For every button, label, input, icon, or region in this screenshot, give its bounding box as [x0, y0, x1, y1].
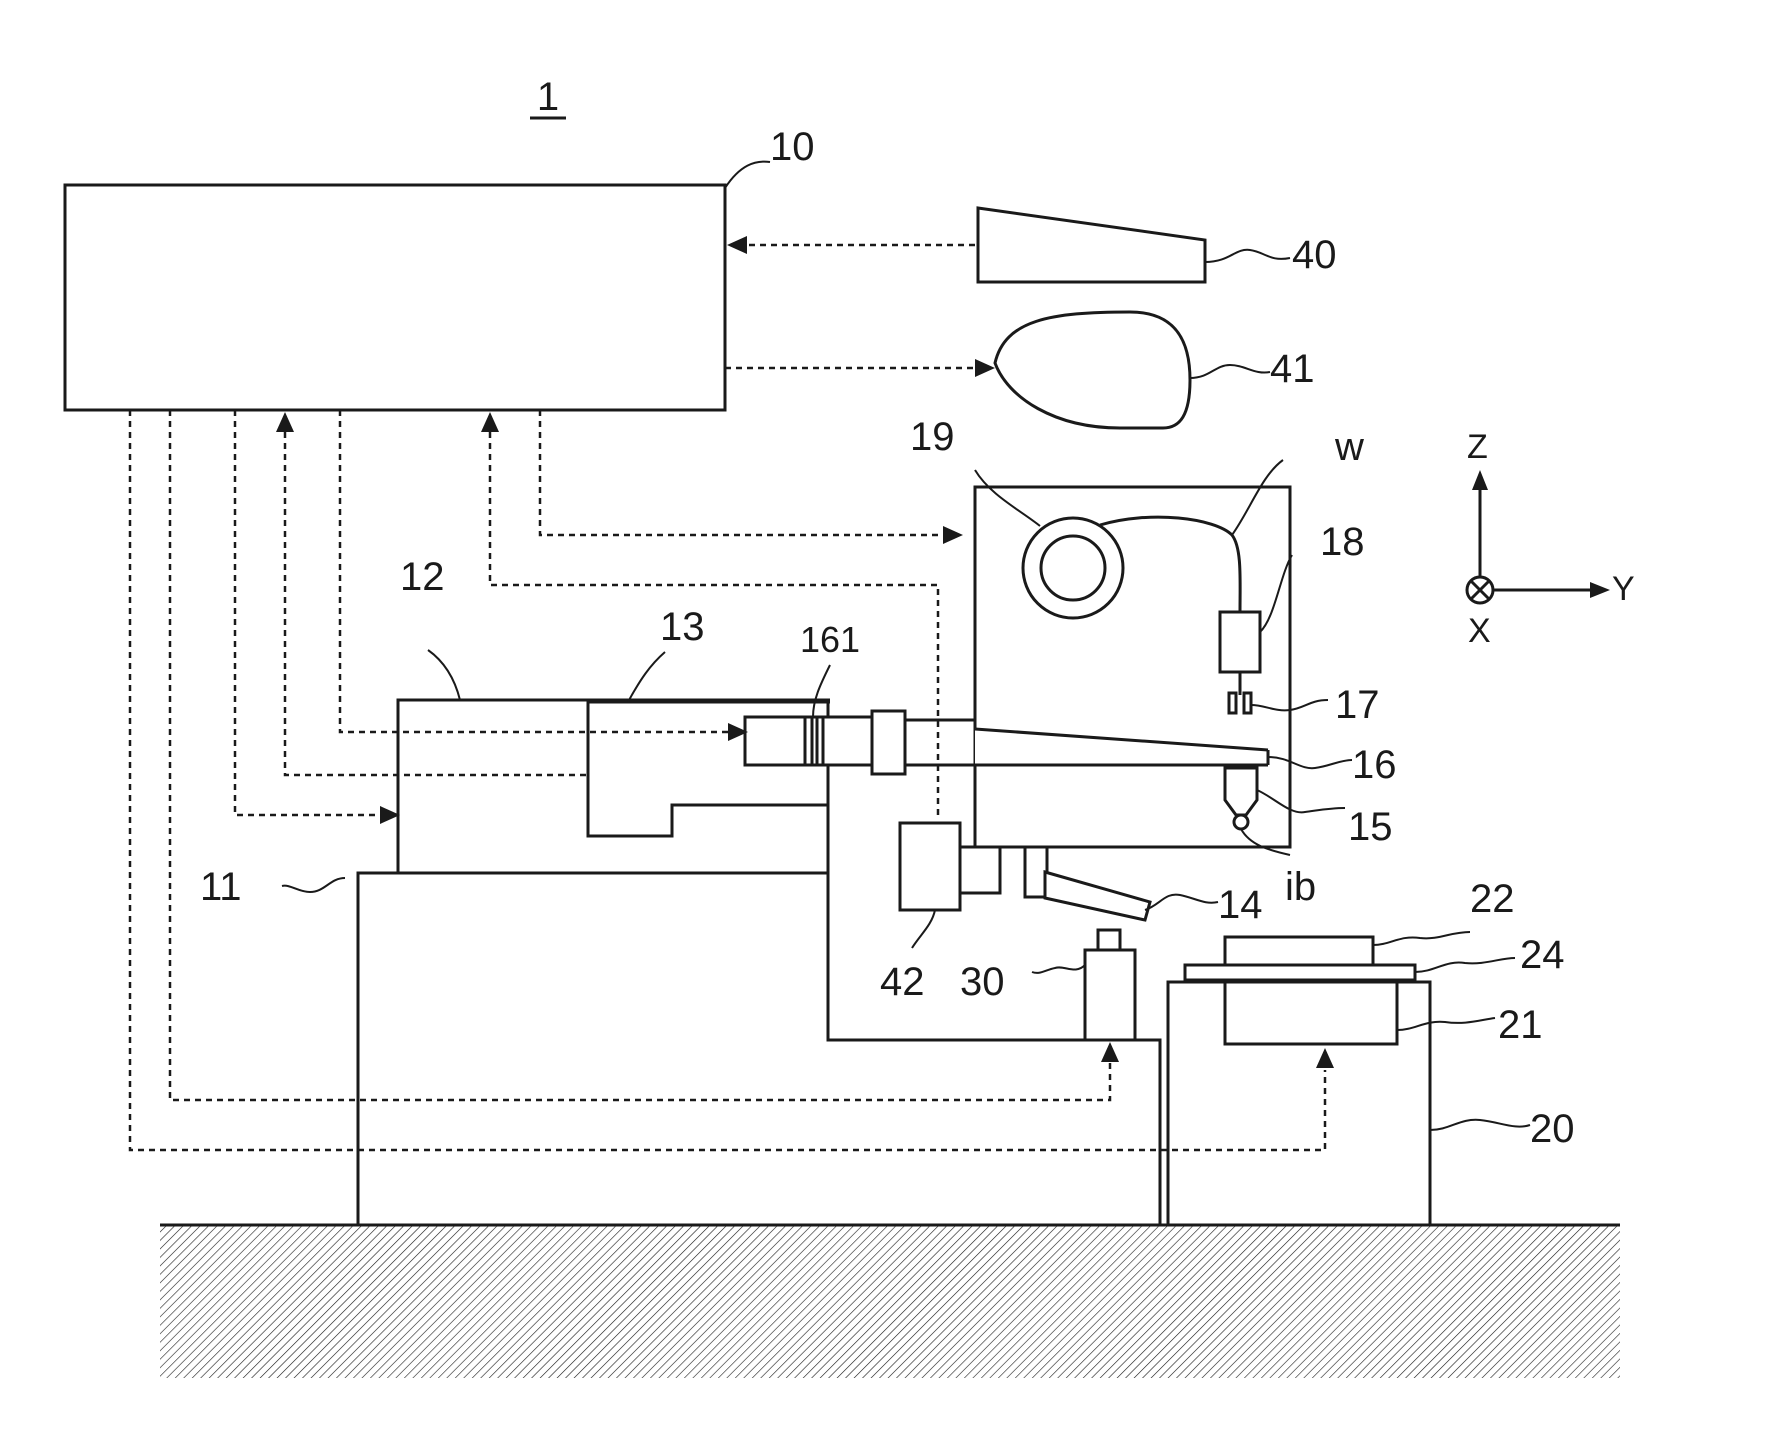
axes-indicator: [1467, 470, 1610, 603]
ball-shape: [1234, 815, 1248, 829]
label-16: 16: [1352, 743, 1397, 787]
clamp-left: [1229, 693, 1236, 713]
label-13: 13: [660, 605, 705, 649]
label-161: 161: [800, 619, 860, 660]
label-41: 41: [1270, 347, 1315, 391]
label-14: 14: [1218, 883, 1263, 927]
torch-mount: [960, 847, 1000, 893]
base-shape: [358, 873, 1160, 1225]
arm-collar: [872, 711, 905, 774]
label-10: 10: [770, 125, 815, 169]
label-42: 42: [880, 960, 925, 1004]
axis-label-x: X: [1468, 612, 1491, 650]
tensioner-shape: [1220, 612, 1260, 672]
label-19: 19: [910, 415, 955, 459]
capillary-shape: [1225, 768, 1257, 815]
controller-box: [65, 185, 725, 410]
label-wire: w: [1334, 425, 1364, 469]
camera-shape: [1045, 872, 1150, 920]
label-12: 12: [400, 555, 445, 599]
figure-number: 1: [537, 75, 559, 119]
transducer-161-shape: [805, 717, 823, 765]
label-24: 24: [1520, 933, 1565, 977]
label-11: 11: [200, 865, 242, 909]
substrate-shape: [1185, 965, 1415, 980]
sensor-body: [1085, 950, 1135, 1040]
label-18: 18: [1320, 520, 1365, 564]
label-22: 22: [1470, 877, 1515, 921]
label-ball: ib: [1285, 865, 1316, 909]
label-30: 30: [960, 960, 1005, 1004]
label-40: 40: [1292, 233, 1337, 277]
input-device-shape: [978, 208, 1205, 282]
heater-shape: [1225, 982, 1397, 1044]
torch-shape: [900, 823, 960, 910]
sensor-top: [1098, 930, 1120, 950]
axis-label-z: Z: [1467, 428, 1488, 466]
axis-label-y: Y: [1612, 570, 1635, 608]
label-20: 20: [1530, 1107, 1575, 1151]
label-15: 15: [1348, 805, 1393, 849]
label-17: 17: [1335, 683, 1380, 727]
clamp-right: [1244, 693, 1251, 713]
workpiece-shape: [1225, 937, 1373, 965]
ground-hatch: [160, 1225, 1620, 1378]
label-21: 21: [1498, 1003, 1543, 1047]
display-shape: [995, 312, 1190, 428]
